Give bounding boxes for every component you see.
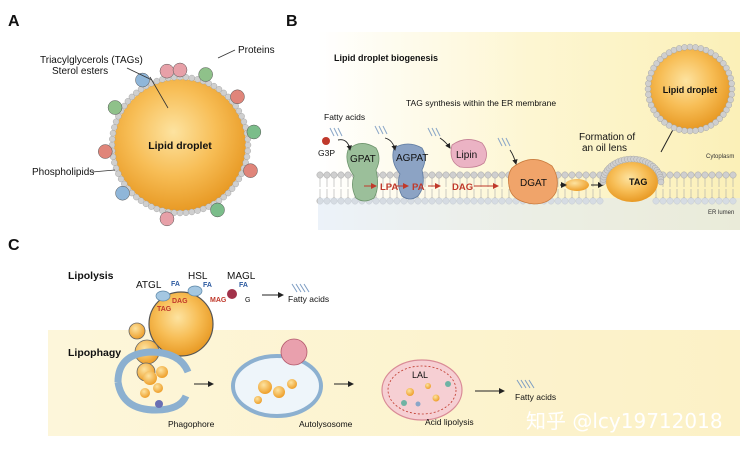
dag-label-b: DAG: [452, 182, 473, 193]
atgl-enzyme: [155, 290, 171, 302]
watermark: 知乎 @lcy19712018: [526, 409, 723, 433]
hsl-label: HSL: [188, 271, 208, 282]
cytoplasm-label: Cytoplasm: [706, 154, 734, 160]
magl-enzyme: [227, 289, 237, 299]
fatty-acids-label-b: Fatty acids: [324, 112, 365, 122]
proteins-label: Proteins: [238, 45, 275, 56]
g-label: G: [245, 297, 250, 304]
dgat-enzyme: [508, 159, 558, 205]
fatty-acids-label-c1: Fatty acids: [288, 294, 329, 304]
oil-lens-line2: an oil lens: [582, 143, 627, 154]
fatty-acid-chains-c2: [516, 379, 535, 389]
fa-label-3: FA: [239, 282, 248, 289]
droplet-label: Lipid droplet: [148, 140, 212, 152]
lal-label: LAL: [412, 370, 428, 380]
mature-lipid-droplet: [644, 43, 736, 135]
panel-a-letter: A: [8, 13, 20, 30]
lipin-enzyme: [450, 139, 487, 168]
g3p-label: G3P: [318, 148, 335, 158]
hsl-enzyme: [187, 285, 203, 297]
lpa-label: LPA: [380, 182, 398, 193]
panel-c: C Lipolysis ATGL HSL MAGL FA FA FA TAG D…: [8, 237, 740, 436]
g3p-molecule: [322, 137, 330, 145]
pa-label: PA: [412, 182, 425, 193]
panel-a: A Lipid droplet Triacylglycerols (TAGs) …: [8, 13, 275, 227]
biogenesis-title: Lipid droplet biogenesis: [334, 53, 438, 63]
phagophore-label: Phagophore: [168, 419, 215, 429]
fatty-acids-label-c2: Fatty acids: [515, 392, 556, 402]
atgl-label: ATGL: [136, 280, 162, 291]
phagophore: [114, 348, 192, 414]
dag-label-c: DAG: [172, 298, 188, 305]
acid-lipolysis-label: Acid lipolysis: [425, 417, 474, 427]
oil-lens-line1: Formation of: [579, 132, 635, 143]
lipophagy-label: Lipophagy: [68, 347, 121, 359]
gpat-label: GPAT: [350, 154, 376, 165]
er-lumen-label: ER lumen: [708, 210, 734, 216]
magl-label: MAGL: [227, 271, 256, 282]
autolysosome-label: Autolysosome: [299, 419, 353, 429]
droplet-proteins: [98, 62, 262, 227]
lipid-droplet-a: [98, 62, 262, 227]
lipolysis-label: Lipolysis: [68, 270, 114, 282]
lipolysis-droplet: [148, 291, 214, 357]
agpat-enzyme: [392, 143, 426, 200]
panel-b: B Lipid droplet biogenesis TAG synthesis…: [286, 13, 740, 230]
phospholipids-label: Phospholipids: [32, 167, 94, 178]
lysosome: [381, 359, 463, 421]
mag-label-c: MAG: [210, 297, 227, 304]
tag-synthesis-subtitle: TAG synthesis within the ER membrane: [406, 98, 556, 108]
agpat-label: AGPAT: [396, 153, 428, 164]
fatty-acid-chains: [329, 125, 511, 147]
tag-label-c: TAG: [157, 306, 172, 313]
fa-label-1: FA: [171, 281, 180, 288]
tag-label-b: TAG: [629, 177, 647, 187]
fatty-acid-chains-c1: [291, 283, 310, 293]
sterol-label: Sterol esters: [52, 66, 108, 77]
budding-droplet: [599, 155, 665, 202]
oil-lens: [565, 179, 589, 191]
panel-c-letter: C: [8, 237, 20, 254]
dgat-label: DGAT: [520, 178, 547, 189]
droplet-label-b: Lipid droplet: [663, 85, 718, 95]
tag-label: Triacylglycerols (TAGs): [40, 55, 143, 66]
fa-label-2: FA: [203, 282, 212, 289]
gpat-enzyme: [346, 143, 380, 202]
lipin-label: Lipin: [456, 150, 477, 161]
autolysosome: [231, 338, 323, 418]
panel-b-letter: B: [286, 13, 298, 30]
